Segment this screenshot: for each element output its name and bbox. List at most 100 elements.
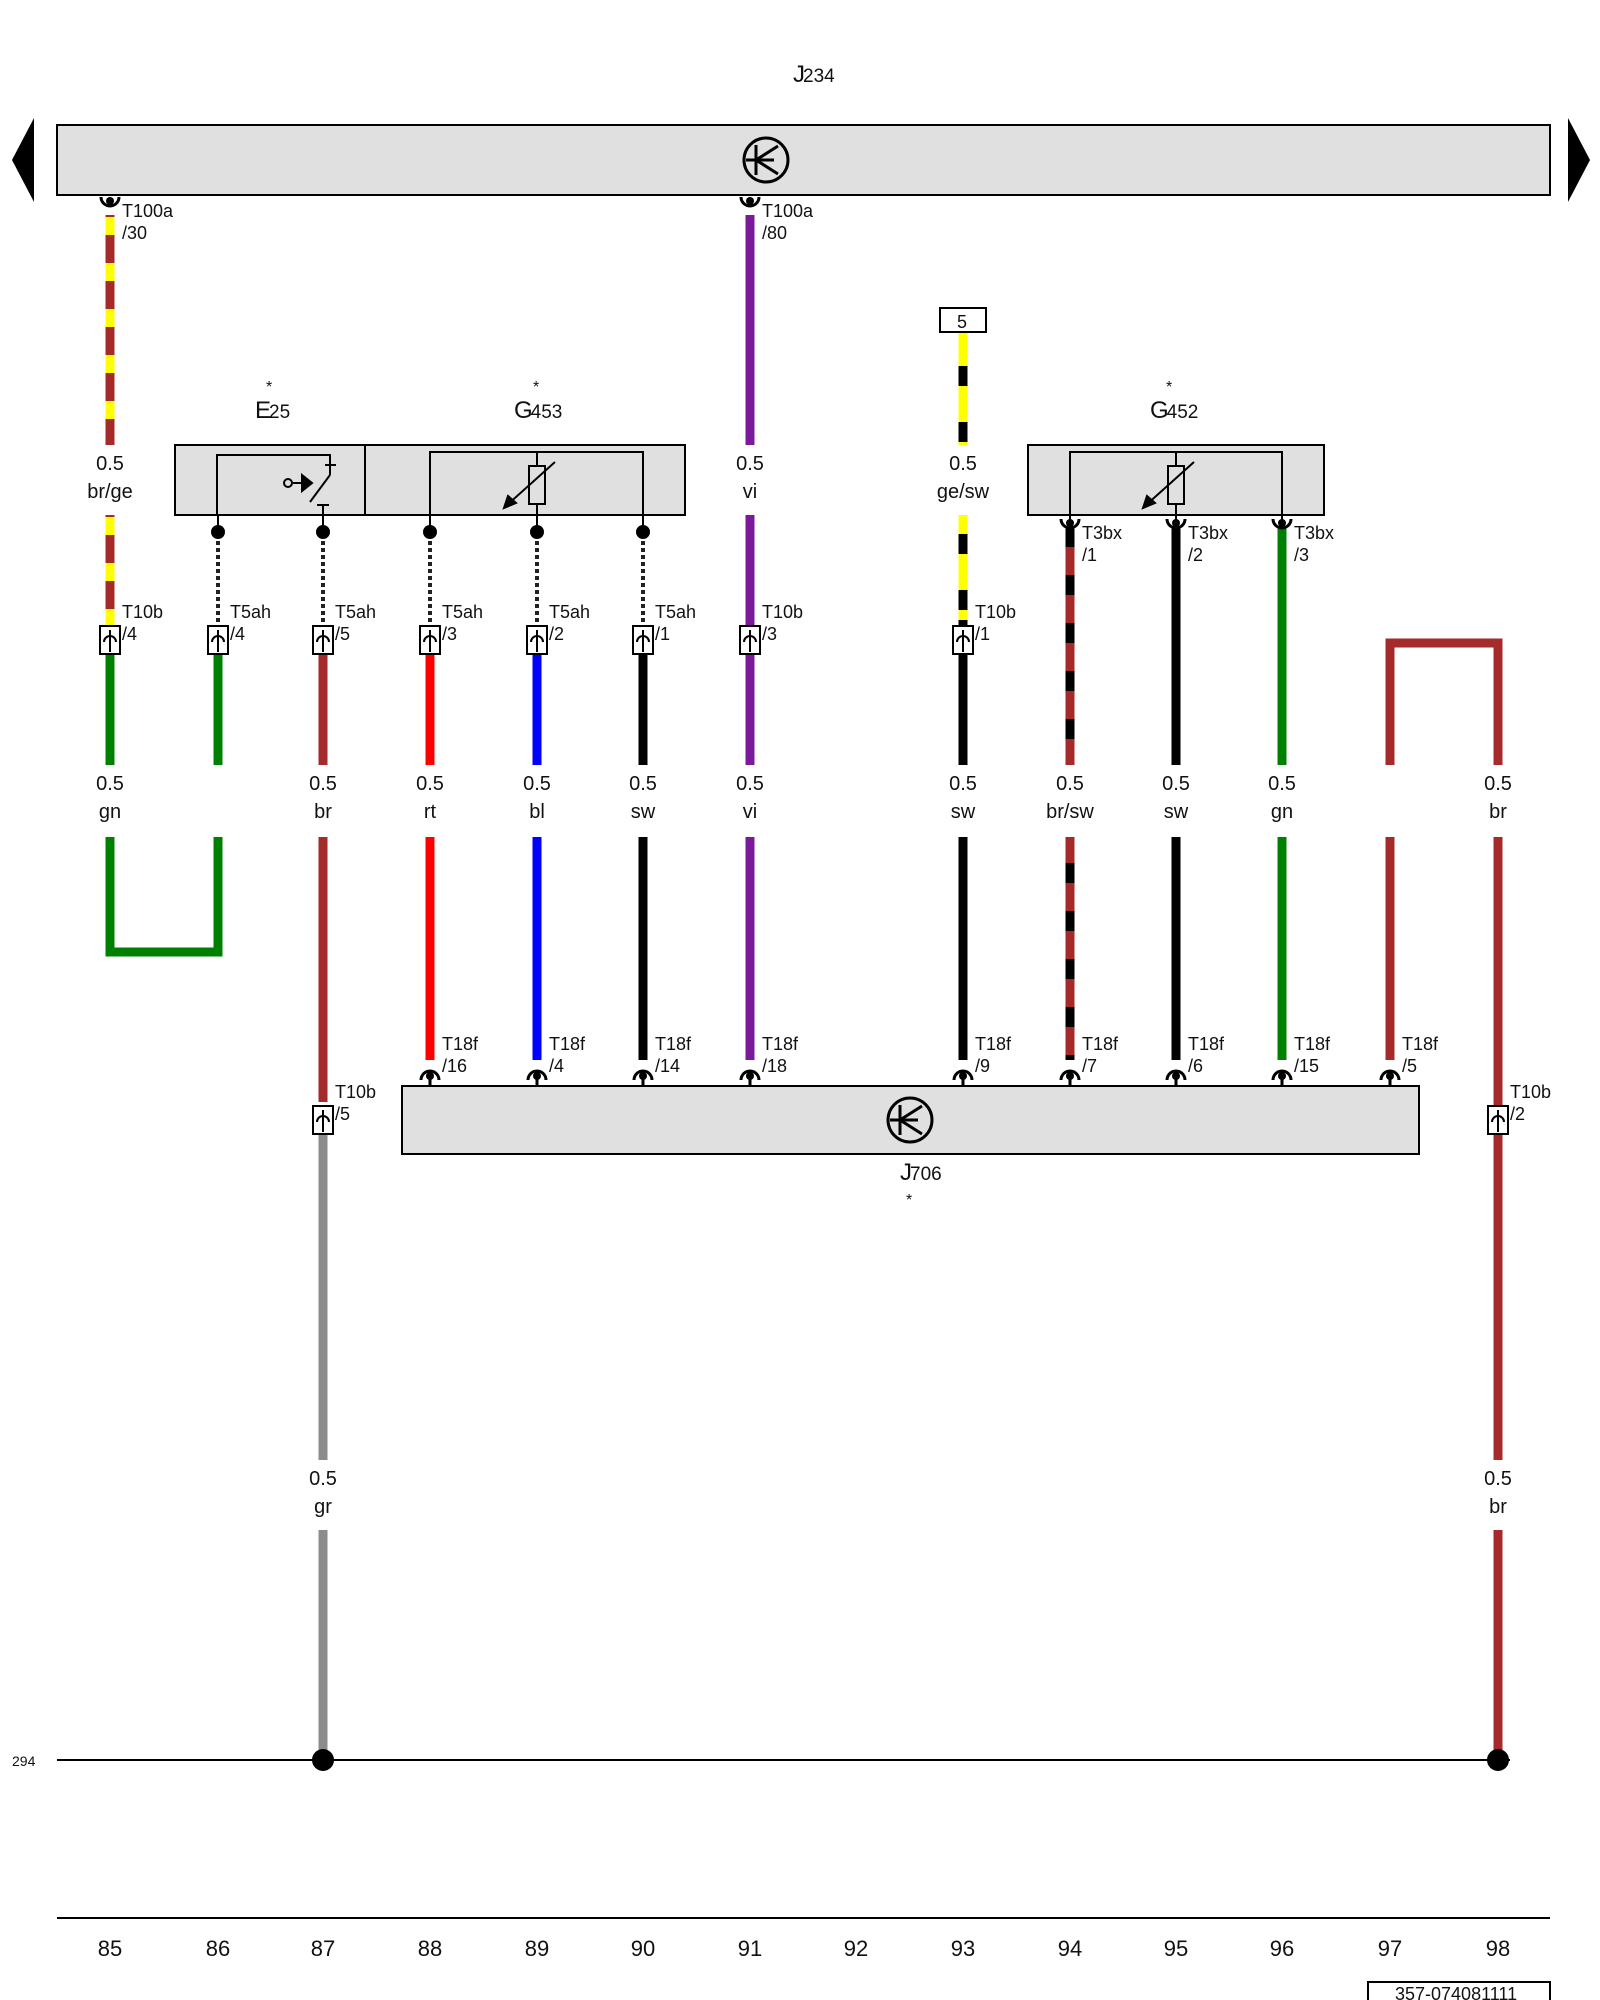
- connector-pin: /4: [122, 624, 137, 644]
- wire-label: 0.5 sw: [629, 773, 657, 823]
- wire-color: br: [314, 801, 332, 823]
- connector-terminal-icon: [526, 625, 548, 655]
- connector-name: T18f: [655, 1034, 692, 1054]
- connector-name: T18f: [442, 1034, 479, 1054]
- wire-size: 0.5: [523, 773, 551, 795]
- connector-name: T18f: [1188, 1034, 1225, 1054]
- column-number: 93: [951, 1936, 975, 1961]
- svg-text:J706: J706: [900, 1159, 942, 1186]
- reference-box-number: 5: [957, 312, 967, 332]
- wire-size: 0.5: [416, 773, 444, 795]
- j234-label: J234: [793, 61, 835, 88]
- connector-terminal-icon: [952, 625, 974, 655]
- wire-size: 0.5: [736, 773, 764, 795]
- wire-label: 0.5ge/sw: [937, 453, 990, 503]
- column-number: 98: [1486, 1936, 1510, 1961]
- connector-pin: /1: [655, 624, 670, 644]
- connector-name: T5ah: [442, 602, 483, 622]
- column-number: 92: [844, 1936, 868, 1961]
- e25-label: * E25: [255, 379, 290, 424]
- column-number: 86: [206, 1936, 230, 1961]
- column-number: 90: [631, 1936, 655, 1961]
- connector-label: T10b/4: [122, 602, 163, 644]
- connector-label: T18f/9: [975, 1034, 1012, 1076]
- wire-label: 0.5br: [309, 773, 337, 823]
- wire-color: gn: [1271, 801, 1293, 823]
- connector-terminal-icon: [99, 196, 121, 208]
- column-number: 89: [525, 1936, 549, 1961]
- wire-color: br: [1489, 1496, 1507, 1518]
- wire-color: br/ge: [87, 481, 133, 503]
- connector-name: T3bx: [1082, 523, 1122, 543]
- wire-label: 0.5rt: [416, 773, 444, 823]
- wire-label: 0.5br/sw: [1046, 773, 1094, 823]
- reference-box: [939, 307, 987, 333]
- column-number: 91: [738, 1936, 762, 1961]
- connector-terminal-icon: [419, 625, 441, 655]
- connector-pin: /3: [442, 624, 457, 644]
- svg-text:*: *: [266, 379, 272, 396]
- wire-color: sw: [951, 801, 976, 823]
- j234-ecu-symbol: [742, 136, 790, 184]
- connector-label: T3bx/3: [1294, 523, 1334, 565]
- connector-pin: /2: [1188, 545, 1203, 565]
- label-backgrounds: [70, 445, 1545, 1530]
- connector-label: T18f/14: [655, 1034, 692, 1076]
- column-number: 97: [1378, 1936, 1402, 1961]
- wire-size: 0.5: [629, 773, 657, 795]
- connector-terminal-icon: [739, 196, 761, 208]
- document-number-box: [1367, 1981, 1551, 2000]
- connector-pin: /7: [1082, 1056, 1097, 1076]
- connector-symbols: [99, 196, 1509, 1135]
- connector-terminal-icon: [99, 625, 121, 655]
- connector-name: T10b: [975, 602, 1016, 622]
- wire-color: sw: [631, 801, 656, 823]
- connector-name: T18f: [1082, 1034, 1119, 1054]
- column-number: 94: [1058, 1936, 1082, 1961]
- connector-label: T18f/6: [1188, 1034, 1225, 1076]
- connector-terminal-icon: [739, 1069, 761, 1086]
- j706-ecu-symbol: [886, 1096, 934, 1144]
- wire-color: vi: [743, 481, 757, 503]
- wire-label: 0.5vi: [736, 453, 764, 503]
- connector-terminal-icon: [632, 625, 654, 655]
- connector-pin: /1: [975, 624, 990, 644]
- connector-pin: /5: [1402, 1056, 1417, 1076]
- column-number: 88: [418, 1936, 442, 1961]
- wire-label: 0.5br: [1484, 1468, 1512, 1518]
- connector-terminal-icon: [312, 625, 334, 655]
- connector-label: T3bx/2: [1188, 523, 1228, 565]
- wire-size: 0.5: [949, 773, 977, 795]
- connector-label: T18f/7: [1082, 1034, 1119, 1076]
- wire-size: 0.5: [96, 773, 124, 795]
- wire-label: 0.5 vi: [736, 773, 764, 823]
- wire-color: gr: [314, 1496, 332, 1518]
- ground-node-98: [1487, 1749, 1509, 1771]
- connector-name: T18f: [1402, 1034, 1439, 1054]
- wire-size: 0.5: [96, 453, 124, 475]
- connector-pin: /15: [1294, 1056, 1319, 1076]
- connector-pin: /80: [762, 223, 787, 243]
- wire-label: 0.5br: [1484, 773, 1512, 823]
- svg-text:J234: J234: [793, 61, 835, 88]
- connector-label: T100a/80: [762, 201, 814, 243]
- connector-pin: /18: [762, 1056, 787, 1076]
- wire-color: vi: [743, 801, 757, 823]
- connector-terminal-icon: [526, 1069, 548, 1086]
- wire-color: br: [1489, 801, 1507, 823]
- wire-labels: 0.5br/ge0.5vi0.5ge/sw0.5gn0.5br0.5rt0.5b…: [87, 453, 1512, 1518]
- connector-label: T18f/16: [442, 1034, 479, 1076]
- connector-terminal-icon: [312, 1105, 334, 1135]
- connector-terminal-icon: [952, 1069, 974, 1086]
- page-next-arrow-icon[interactable]: [1568, 118, 1590, 202]
- connector-pin: /3: [1294, 545, 1309, 565]
- page-prev-arrow-icon[interactable]: [12, 118, 34, 202]
- connector-name: T100a: [122, 201, 174, 221]
- e25-switch-symbol: [216, 454, 336, 515]
- column-number: 95: [1164, 1936, 1188, 1961]
- connector-name: T100a: [762, 201, 814, 221]
- connector-pin: /14: [655, 1056, 680, 1076]
- connector-pin: /4: [230, 624, 245, 644]
- connector-name: T18f: [1294, 1034, 1331, 1054]
- connector-label: T10b/5: [335, 1082, 376, 1124]
